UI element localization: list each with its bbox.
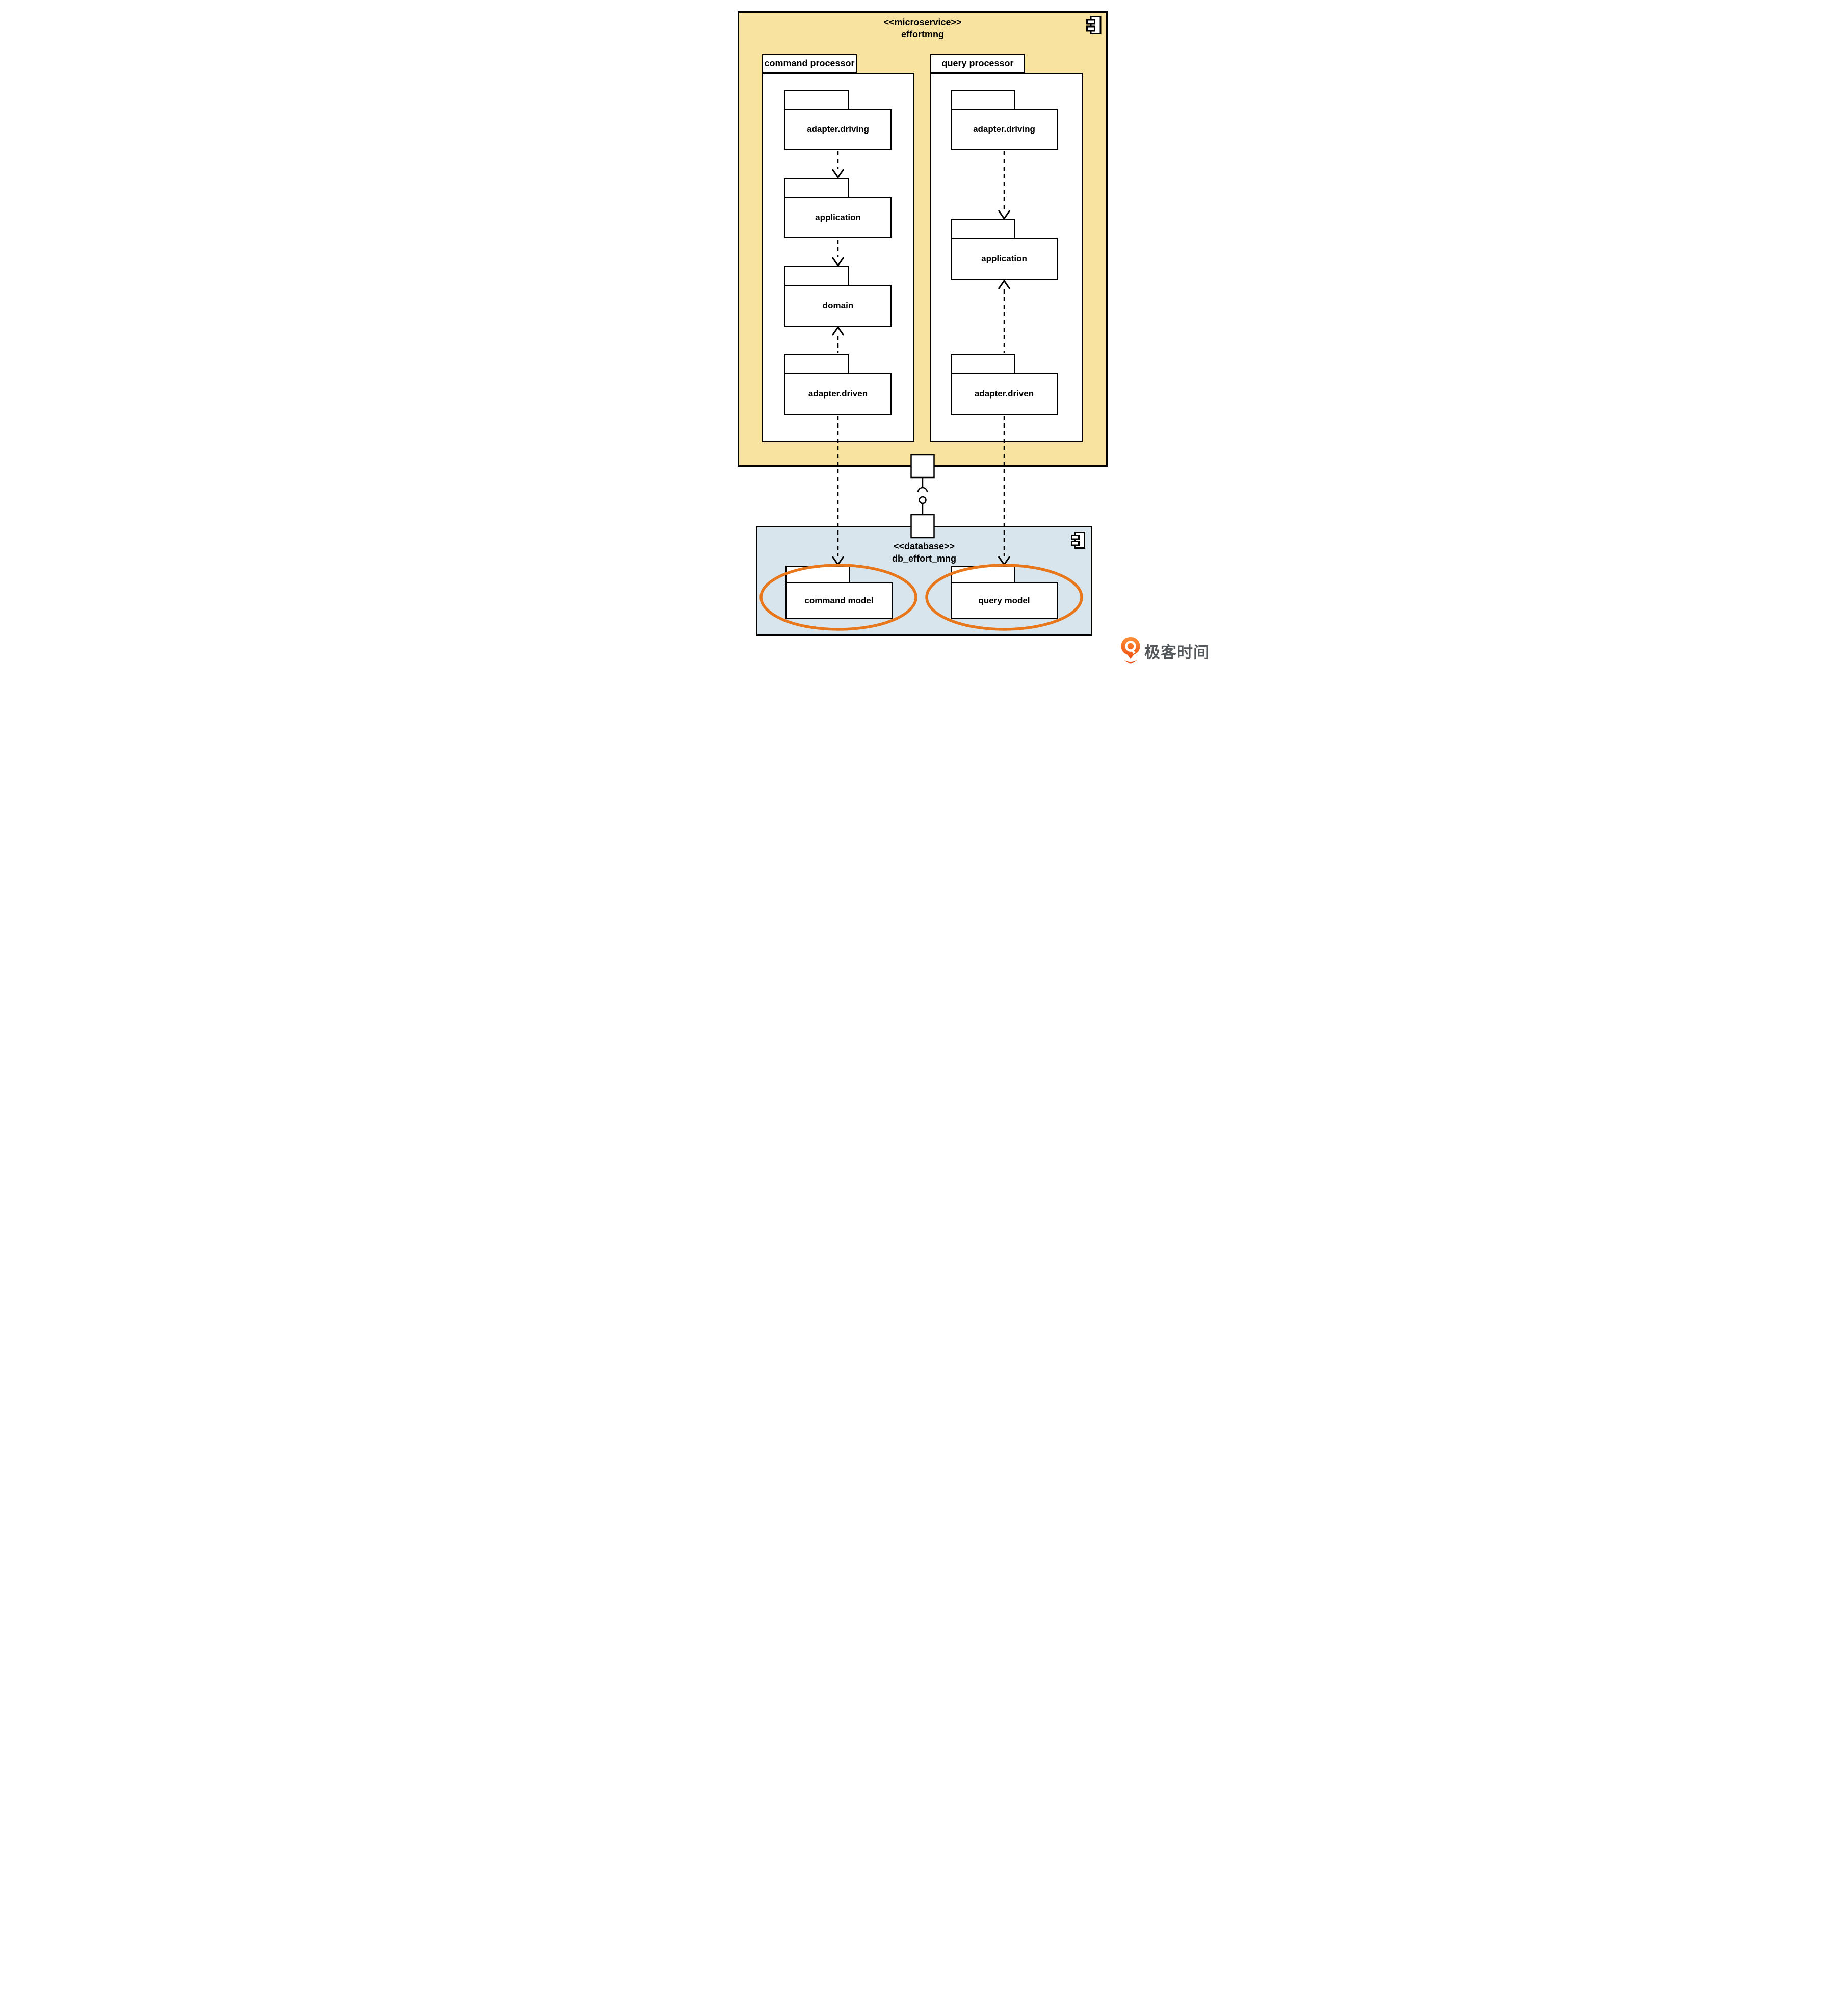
package-label: adapter.driven [974,389,1034,399]
component-icon [1071,532,1085,549]
package-cmd-adapter-driving: adapter.driving [784,90,892,150]
package-qry-adapter-driving: adapter.driving [951,90,1058,150]
query-processor-label: query processor [930,54,1025,73]
database-title: <<database>> db_effort_mng [756,540,1092,565]
package-tab [784,90,849,109]
geektime-logo: 极客时间 [1120,636,1222,666]
package-label: adapter.driving [973,124,1035,134]
package-tab [785,566,850,582]
geektime-logo-icon [1121,637,1140,664]
package-tab [951,219,1015,238]
package-label: application [815,213,861,222]
package-tab [951,354,1015,373]
component-icon [1086,16,1102,34]
package-body: application [784,197,892,238]
uml-component-diagram: <<microservice>> effortmng command proce… [612,0,1223,672]
microservice-title: <<microservice>> effortmng [738,17,1108,40]
package-label: command model [804,596,874,605]
ball-and-socket-connector [910,454,935,539]
database-stereotype: <<database>> [893,541,955,551]
package-body: adapter.driving [951,109,1058,150]
package-body: domain [784,285,892,327]
package-label: query model [978,596,1030,605]
microservice-stereotype: <<microservice>> [883,17,962,28]
package-label: application [981,254,1027,263]
package-command-model: command model [785,566,893,619]
package-label: adapter.driving [807,124,869,134]
package-body: adapter.driven [784,373,892,415]
package-cmd-domain: domain [784,266,892,327]
package-tab [784,266,849,285]
package-body: command model [785,582,893,619]
package-body: application [951,238,1058,280]
package-qry-adapter-driven: adapter.driven [951,354,1058,415]
geektime-logo-text: 极客时间 [1144,643,1210,661]
ball-icon [919,496,927,505]
package-tab [951,90,1015,109]
package-body: adapter.driven [951,373,1058,415]
microservice-name: effortmng [901,29,944,39]
socket-icon [917,487,928,493]
package-body: query model [951,582,1058,619]
command-processor-label: command processor [762,54,857,73]
database-name: db_effort_mng [892,553,956,564]
package-body: adapter.driving [784,109,892,150]
package-tab [784,354,849,373]
package-tab [784,178,849,197]
query-processor-label-text: query processor [941,58,1014,68]
package-label: adapter.driven [808,389,868,399]
package-qry-application: application [951,219,1058,280]
package-tab [951,566,1015,582]
package-cmd-adapter-driven: adapter.driven [784,354,892,415]
package-label: domain [822,301,854,310]
package-query-model: query model [951,566,1058,619]
command-processor-label-text: command processor [764,58,855,68]
package-cmd-application: application [784,178,892,238]
